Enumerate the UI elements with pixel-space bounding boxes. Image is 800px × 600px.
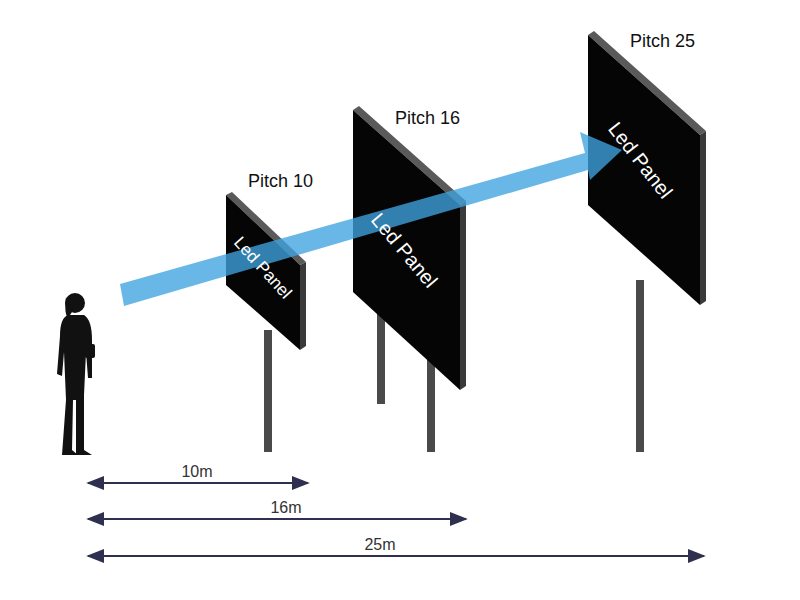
dimension-line bbox=[88, 518, 466, 520]
person-silhouette bbox=[57, 293, 95, 455]
panel-label: Led Panel bbox=[603, 117, 677, 202]
panel-face bbox=[588, 35, 700, 305]
dimension-lines bbox=[88, 483, 704, 556]
distance-label: 25m bbox=[361, 536, 398, 554]
led-panel: Pitch 10 Led Panel bbox=[215, 170, 315, 355]
distance-label: 16m bbox=[267, 499, 304, 517]
panel-face bbox=[353, 110, 460, 390]
panel-side bbox=[700, 131, 706, 305]
pitch-label: Pitch 10 bbox=[248, 171, 313, 192]
led-panel: Pitch 16 Led Panel bbox=[345, 105, 470, 395]
viewing-arrow bbox=[120, 132, 622, 306]
dimension-line bbox=[88, 482, 308, 484]
led-panel: Pitch 25 Led Panel bbox=[580, 28, 710, 310]
panel-label: Led Panel bbox=[366, 208, 442, 292]
panel-side bbox=[300, 262, 306, 350]
dimension-line bbox=[88, 555, 704, 557]
panel-side bbox=[460, 201, 466, 390]
pole bbox=[264, 330, 272, 452]
distance-label: 10m bbox=[178, 463, 215, 481]
pitch-label: Pitch 16 bbox=[395, 108, 460, 129]
pole bbox=[636, 280, 644, 452]
panel-label: Led Panel bbox=[229, 233, 295, 303]
panels bbox=[226, 31, 706, 390]
pitch-label: Pitch 25 bbox=[630, 31, 695, 52]
